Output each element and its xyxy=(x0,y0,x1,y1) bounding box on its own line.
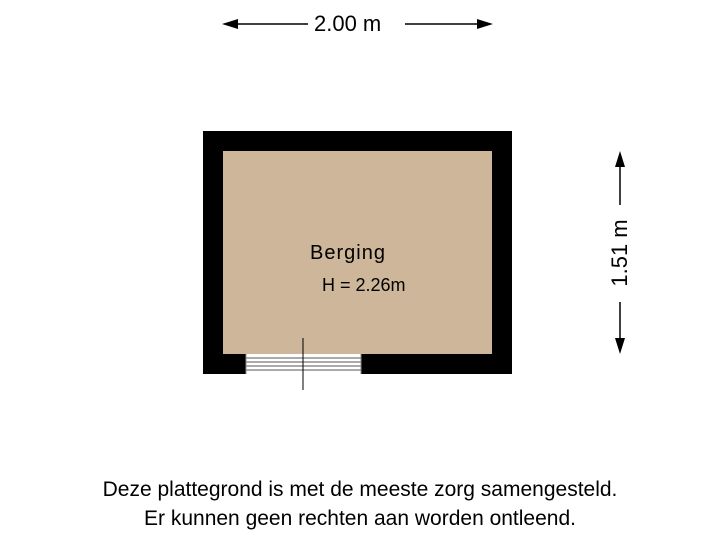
room-height-label: H = 2.26m xyxy=(322,275,406,295)
height-dimension-arrow xyxy=(615,151,625,354)
disclaimer-line-2: Er kunnen geen rechten aan worden ontlee… xyxy=(144,507,576,530)
disclaimer-line-1: Deze plattegrond is met de meeste zorg s… xyxy=(102,478,618,501)
room-name-label: Berging xyxy=(310,242,386,264)
room-floor xyxy=(223,151,492,354)
width-dimension-label: 2.00 m xyxy=(314,11,382,36)
door-threshold xyxy=(245,338,362,390)
height-dimension-label: 1.51 m xyxy=(607,218,632,288)
room-walls xyxy=(203,131,512,374)
width-dimension-arrow xyxy=(222,19,493,29)
